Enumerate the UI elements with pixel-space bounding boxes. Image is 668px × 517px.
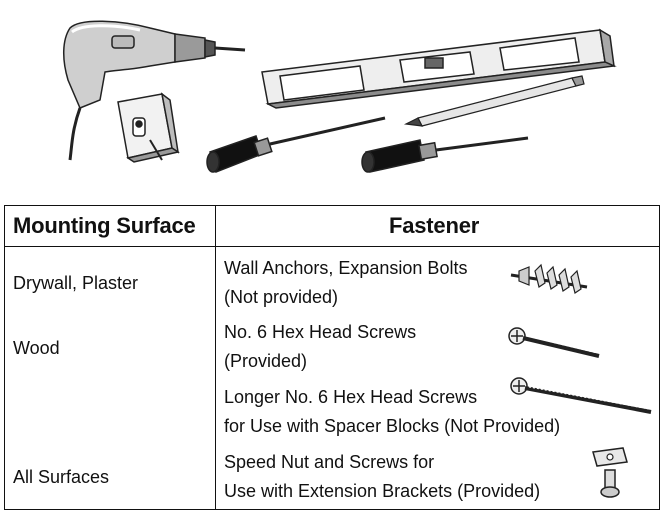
header-divider <box>5 246 659 247</box>
screwdriver-icon <box>206 116 386 173</box>
fastener-line: No. 6 Hex Head Screws <box>224 322 417 342</box>
fastener-line: Use with Extension Brackets (Provided) <box>224 481 541 501</box>
column-divider <box>215 206 216 509</box>
fastener-line: Wall Anchors, Expansion Bolts <box>224 258 468 278</box>
surface-wood: Wood <box>13 338 60 358</box>
header-mounting-surface: Mounting Surface <box>13 213 196 238</box>
hex-screw-icon <box>508 327 600 358</box>
drill-icon <box>63 20 246 161</box>
level-icon <box>261 28 617 109</box>
surface-all: All Surfaces <box>13 467 110 487</box>
fastener-line: Longer No. 6 Hex Head Screws <box>224 387 478 407</box>
pencil-icon <box>403 75 585 127</box>
fastener-row-2: No. 6 Hex Head Screws (Provided) <box>224 318 416 376</box>
tape-measure-icon <box>117 92 180 163</box>
header-fastener: Fastener <box>389 213 480 238</box>
fastener-line: Speed Nut and Screws for <box>224 452 435 472</box>
screwdriver-icon <box>361 136 529 173</box>
surface-drywall: Drywall, Plaster <box>13 273 139 293</box>
fastener-line: (Not provided) <box>224 287 339 307</box>
fastener-line: (Provided) <box>224 351 308 371</box>
long-screw-icon <box>510 377 652 414</box>
mounting-table: Mounting Surface Fastener Drywall, Plast… <box>4 205 660 510</box>
fastener-row-4: Speed Nut and Screws for Use with Extens… <box>224 448 540 506</box>
wall-anchor-icon <box>510 263 588 294</box>
fastener-row-1: Wall Anchors, Expansion Bolts (Not provi… <box>224 254 467 312</box>
speed-nut-icon <box>592 447 628 498</box>
fastener-line: for Use with Spacer Blocks (Not Provided… <box>224 416 561 436</box>
tools-illustration <box>0 0 668 200</box>
fastener-row-3: Longer No. 6 Hex Head Screws for Use wit… <box>224 383 560 441</box>
